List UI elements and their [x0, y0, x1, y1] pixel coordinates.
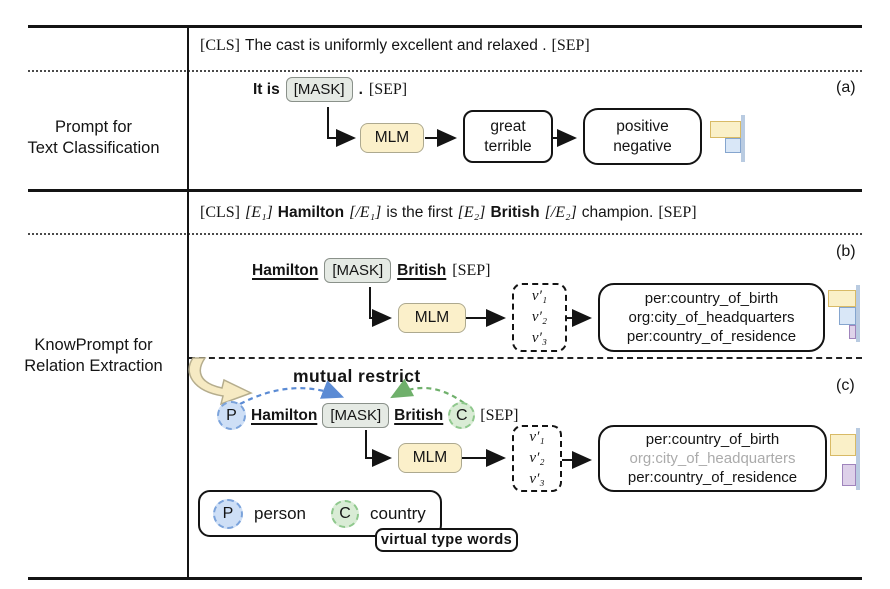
mlm-box-b: MLM	[398, 303, 466, 333]
verbalizer-box: great terrible	[463, 110, 553, 163]
prompt-a-sep: [SEP]	[368, 80, 408, 98]
prompt-a-prefix: It is	[253, 80, 280, 98]
answer-word: v′₂	[531, 309, 548, 325]
person-type-circle: P	[217, 401, 246, 430]
row-label-knowprompt: KnowPrompt for Relation Extraction	[0, 335, 187, 377]
relation-label: org:city_of_headquarters	[628, 309, 795, 326]
person-type-circle: P	[213, 498, 243, 529]
relation-label: per:country_of_residence	[626, 328, 797, 345]
prompt-b-subject: Hamilton	[252, 261, 319, 279]
mlm-box-c: MLM	[398, 443, 462, 473]
divider-section	[28, 189, 862, 192]
prompt-c: P Hamilton [MASK] British C [SEP]	[217, 401, 519, 430]
class-label-box: positive negative	[583, 108, 702, 165]
relation-label: per:country_of_residence	[627, 469, 798, 486]
panel-label-c: (c)	[836, 377, 855, 394]
row-label-line: Text Classification	[27, 139, 160, 157]
row-label-line: Prompt for	[54, 118, 133, 136]
legend-box: P person C country	[198, 490, 442, 537]
virtual-answer-words-b: v′₁ v′₂ v′₃	[512, 283, 567, 352]
answer-word: v′₁	[531, 288, 548, 304]
arrow-mask-to-mlm-c	[365, 430, 392, 467]
border-top	[28, 25, 862, 28]
mask-token-box: [MASK]	[322, 403, 390, 428]
mlm-box-a: MLM	[360, 123, 424, 153]
legend-country-label: country	[369, 503, 426, 523]
divider-dotted-a	[28, 70, 862, 72]
prompt-c-subject: Hamilton	[251, 406, 318, 424]
verbalizer-word: terrible	[484, 137, 532, 155]
country-type-circle: C	[330, 499, 359, 528]
verbalizer-word: great	[490, 117, 526, 135]
prompt-a: It is [MASK] . [SEP]	[253, 77, 407, 102]
mask-token-box: [MASK]	[324, 258, 392, 283]
arrow-mask-to-mlm-a	[327, 107, 356, 147]
border-bottom	[28, 577, 862, 580]
row-label-line: KnowPrompt for	[34, 336, 153, 354]
virtual-type-words-callout: virtual type words	[375, 528, 518, 552]
prob-chart-a	[710, 115, 745, 162]
prob-axis	[741, 115, 745, 162]
loop-arrow-icon	[188, 357, 253, 406]
class-label: negative	[613, 137, 672, 155]
prob-axis	[856, 428, 860, 490]
answer-word: v′₂	[529, 450, 545, 466]
prob-bars	[828, 285, 856, 339]
relation-labels-b: per:country_of_birth org:city_of_headqua…	[598, 283, 825, 352]
answer-word: v′₃	[529, 471, 545, 487]
divider-dashed-bc	[189, 357, 862, 359]
country-type-circle: C	[448, 402, 476, 429]
relation-label: per:country_of_birth	[645, 431, 780, 448]
answer-word: v′₁	[529, 429, 545, 445]
prob-chart-b	[828, 285, 860, 342]
prompt-c-object: British	[394, 406, 444, 424]
relation-labels-c: per:country_of_birth org:city_of_headqua…	[598, 425, 827, 492]
relation-label-muted: org:city_of_headquarters	[629, 450, 796, 467]
legend-person-label: person	[254, 503, 306, 523]
panel-label-b: (b)	[836, 243, 856, 260]
prompt-c-sep: [SEP]	[480, 406, 519, 424]
panel-label-a: (a)	[836, 79, 856, 96]
prob-axis	[856, 285, 860, 342]
class-label: positive	[616, 117, 669, 135]
answer-word: v′₃	[531, 330, 548, 346]
prob-bars	[830, 428, 856, 486]
arrow-mask-to-mlm-b	[369, 287, 392, 327]
virtual-answer-words-c: v′₁ v′₂ v′₃	[512, 425, 562, 492]
prompt-a-period: .	[358, 80, 363, 98]
mask-token-box: [MASK]	[285, 77, 353, 102]
prompt-b-sep: [SEP]	[452, 261, 491, 279]
sentence-b: [CLS][E₁]Hamilton[/E₁]is the first[E₂]Br…	[200, 204, 697, 221]
prompt-b: Hamilton [MASK] British [SEP]	[252, 258, 491, 283]
prob-bars	[710, 115, 741, 153]
row-label-text-classification: Prompt for Text Classification	[0, 117, 187, 159]
prob-chart-c	[830, 428, 860, 490]
sentence-a: [CLS]The cast is uniformly excellent and…	[200, 37, 590, 54]
row-label-line: Relation Extraction	[24, 357, 163, 375]
prompt-b-object: British	[397, 261, 447, 279]
relation-label: per:country_of_birth	[644, 290, 779, 307]
divider-dotted-b	[28, 233, 862, 235]
column-divider	[187, 25, 189, 580]
mutual-restrict-label: mutual restrict	[293, 366, 421, 386]
